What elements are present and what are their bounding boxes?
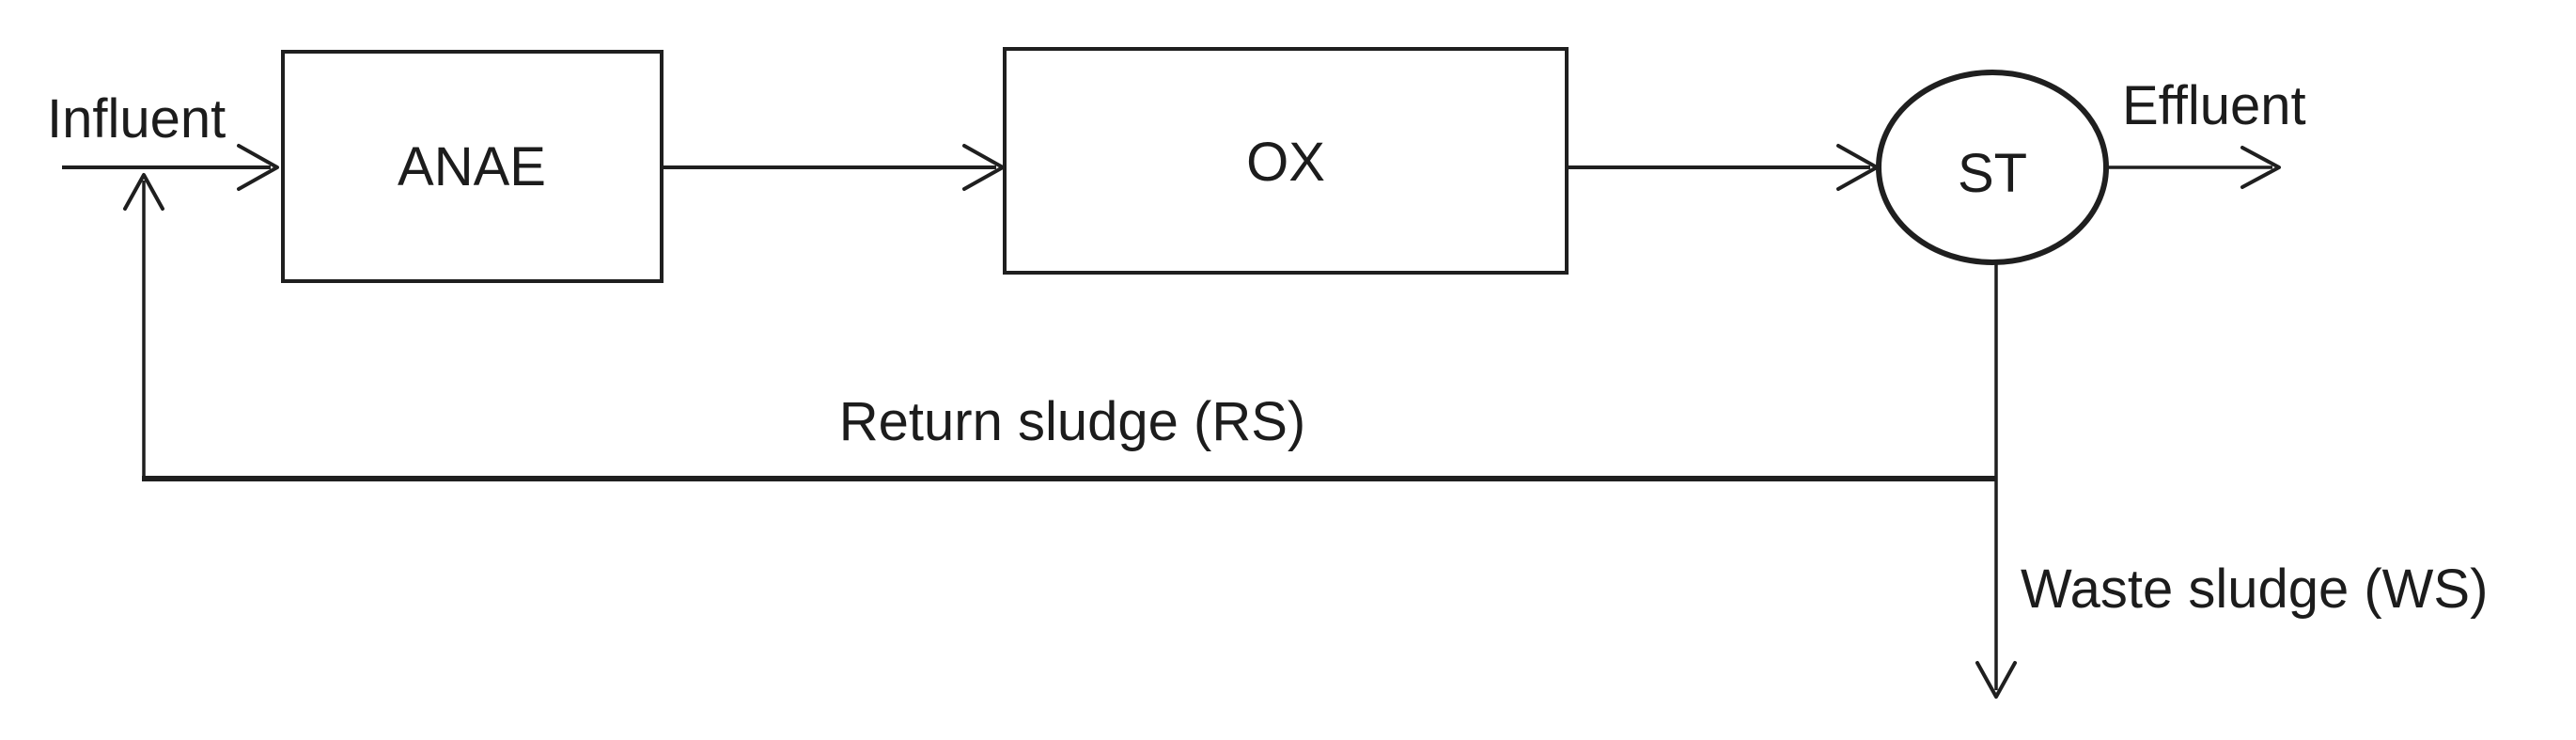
return-sludge-label: Return sludge (RS)	[839, 391, 1305, 452]
influent-arrowhead-icon	[237, 144, 279, 191]
effluent-arrowhead-icon	[2240, 146, 2281, 189]
ox-box	[1003, 47, 1569, 275]
influent-label: Influent	[47, 88, 226, 150]
return-sludge-arrowhead-icon	[123, 173, 164, 211]
anae-node-label: ANAE	[398, 136, 546, 197]
st-node-label: ST	[1958, 143, 2027, 204]
waste-sludge-arrowhead-icon	[1975, 661, 2017, 699]
effluent-label: Effluent	[2122, 75, 2306, 136]
anae-box	[281, 50, 664, 283]
waste-sludge-label: Waste sludge (WS)	[2021, 559, 2488, 620]
st-ellipse	[1876, 70, 2109, 265]
ox-node-label: OX	[1246, 132, 1325, 193]
